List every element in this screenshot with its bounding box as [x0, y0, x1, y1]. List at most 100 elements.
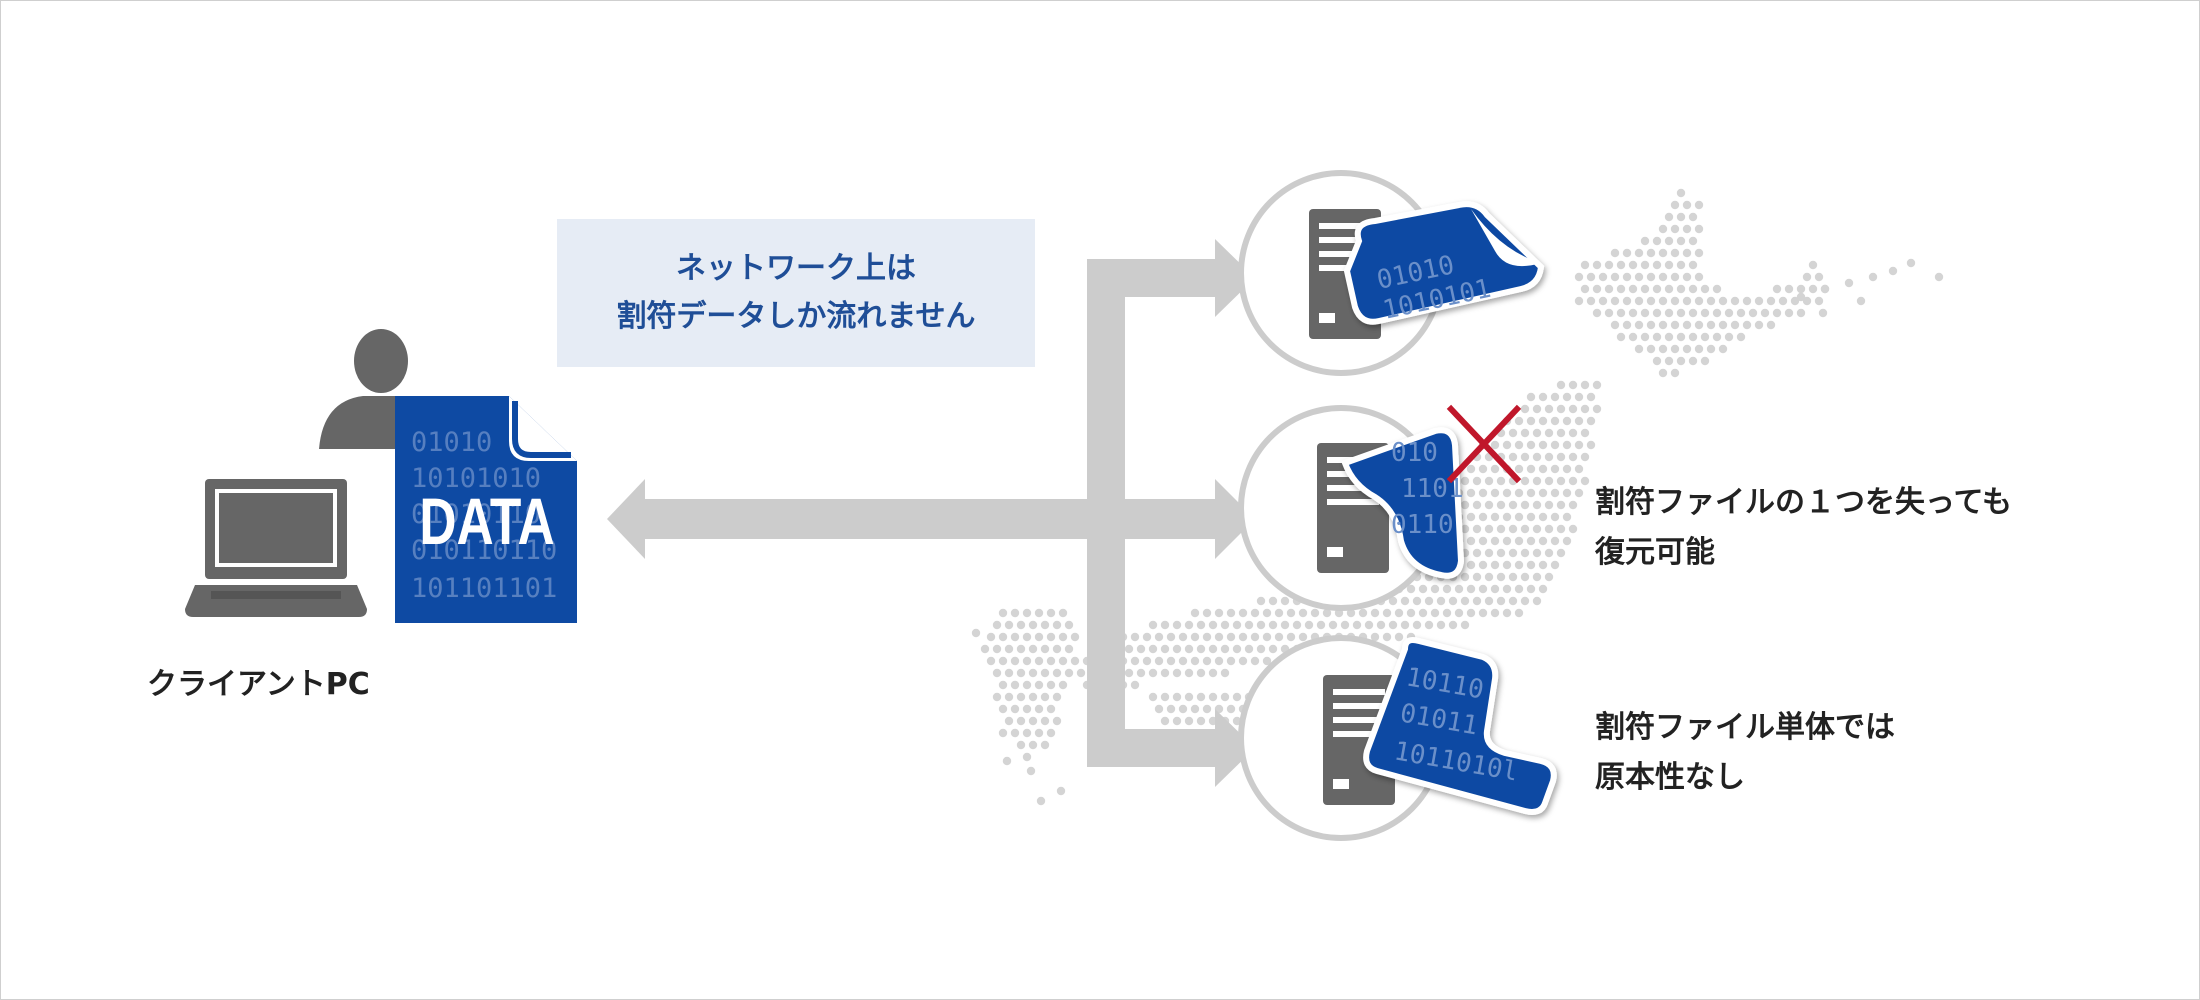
- map-dot: [1688, 284, 1698, 294]
- map-dot: [1538, 464, 1548, 474]
- map-dot: [1670, 344, 1680, 354]
- map-dot: [1508, 500, 1518, 510]
- map-dot: [1466, 464, 1476, 474]
- map-dot: [1622, 272, 1632, 282]
- map-dot: [1676, 260, 1686, 270]
- left-arrow-head: [607, 479, 645, 559]
- map-dot: [1178, 656, 1188, 666]
- map-dot: [1718, 344, 1728, 354]
- map-dot: [1142, 632, 1152, 642]
- map-dot: [1010, 680, 1020, 690]
- map-dot: [1562, 536, 1572, 546]
- map-dot: [1784, 284, 1794, 294]
- map-dot: [1670, 368, 1680, 378]
- map-dot: [1766, 296, 1776, 306]
- map-dot: [1550, 440, 1560, 450]
- map-dot: [1700, 356, 1710, 366]
- map-dot: [1514, 416, 1524, 426]
- note-recoverable: 割符ファイルの１つを失っても 復元可能: [1595, 478, 2012, 578]
- callout-line-2: 割符データしか流れません: [616, 299, 976, 334]
- map-dot: [1010, 656, 1020, 666]
- map-dot: [1640, 236, 1650, 246]
- map-dot: [1424, 620, 1434, 630]
- map-dot: [1064, 620, 1074, 630]
- map-dot: [1664, 284, 1674, 294]
- map-dot: [1634, 344, 1644, 354]
- map-dot: [1526, 560, 1536, 570]
- map-dot: [998, 632, 1008, 642]
- map-dot: [1844, 278, 1854, 288]
- map-dot: [1472, 524, 1482, 534]
- map-dot: [1568, 476, 1578, 486]
- map-dot: [1496, 572, 1506, 582]
- map-dot: [998, 608, 1008, 618]
- map-dot: [1070, 656, 1080, 666]
- map-dot: [1250, 632, 1260, 642]
- map-dot: [1502, 584, 1512, 594]
- map-dot: [1562, 512, 1572, 522]
- map-dot: [1682, 224, 1692, 234]
- map-dot: [1676, 212, 1686, 222]
- map-dot: [1478, 608, 1488, 618]
- map-dot: [1658, 272, 1668, 282]
- map-dot: [1010, 728, 1020, 738]
- map-dot: [1496, 476, 1506, 486]
- laptop-icon: [185, 479, 367, 617]
- map-dot: [1484, 524, 1494, 534]
- map-dot: [1484, 476, 1494, 486]
- map-dot: [1742, 296, 1752, 306]
- map-dot: [1646, 296, 1656, 306]
- map-dot: [1814, 272, 1824, 282]
- map-dot: [1538, 416, 1548, 426]
- map-dot: [1454, 584, 1464, 594]
- map-dot: [1520, 428, 1530, 438]
- note-line: 割符ファイル単体では: [1595, 710, 1895, 745]
- map-dot: [1412, 596, 1422, 606]
- map-dot: [1064, 668, 1074, 678]
- shard-binary-line: 010: [1391, 438, 1438, 468]
- map-dot: [1196, 692, 1206, 702]
- map-dot: [1802, 296, 1812, 306]
- map-dot: [1574, 272, 1584, 282]
- map-dot: [1556, 404, 1566, 414]
- map-dot: [1514, 536, 1524, 546]
- map-dot: [1634, 320, 1644, 330]
- map-dot: [1610, 296, 1620, 306]
- map-dot: [1232, 644, 1242, 654]
- map-dot: [1820, 284, 1830, 294]
- map-dot: [1700, 332, 1710, 342]
- map-dot: [1700, 308, 1710, 318]
- map-dot: [1496, 548, 1506, 558]
- map-dot: [1046, 728, 1056, 738]
- data-binary-line: 10101010: [411, 463, 541, 494]
- map-dot: [1022, 728, 1032, 738]
- map-dot: [1172, 620, 1182, 630]
- map-dot: [1400, 620, 1410, 630]
- map-dot: [1148, 620, 1158, 630]
- map-dot: [1016, 644, 1026, 654]
- branch-top-head: [1215, 239, 1255, 317]
- branch-middle-head: [1215, 479, 1255, 559]
- map-dot: [1514, 488, 1524, 498]
- map-dot: [1808, 260, 1818, 270]
- map-dot: [1022, 752, 1032, 762]
- map-dot: [1478, 536, 1488, 546]
- map-dot: [992, 644, 1002, 654]
- map-dot: [1682, 296, 1692, 306]
- map-dot: [1226, 632, 1236, 642]
- map-dot: [1526, 584, 1536, 594]
- map-dot: [1748, 308, 1758, 318]
- map-dot: [1508, 596, 1518, 606]
- map-dot: [1664, 212, 1674, 222]
- map-dot: [1220, 692, 1230, 702]
- map-dot: [1442, 608, 1452, 618]
- map-dot: [1052, 716, 1062, 726]
- map-dot: [1484, 548, 1494, 558]
- map-dot: [1724, 332, 1734, 342]
- map-dot: [1400, 596, 1410, 606]
- map-dot: [1220, 668, 1230, 678]
- map-dot: [1682, 272, 1692, 282]
- map-dot: [1658, 296, 1668, 306]
- map-dot: [1550, 560, 1560, 570]
- map-dot: [1592, 404, 1602, 414]
